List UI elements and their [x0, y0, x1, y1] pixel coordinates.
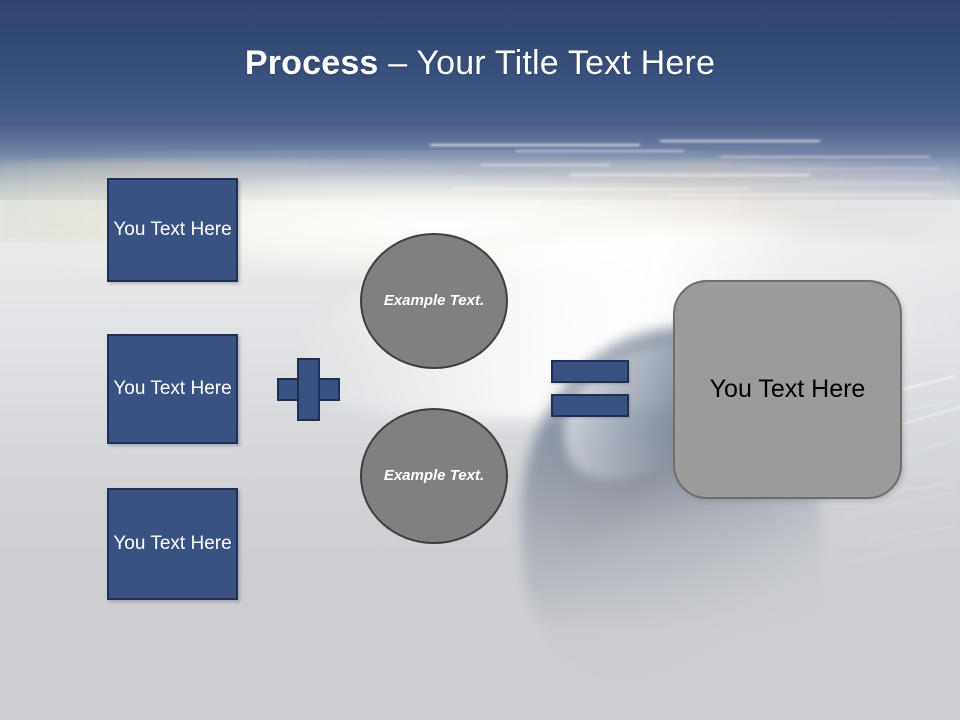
slide-title-bar: Process – Your Title Text Here: [0, 0, 960, 128]
example-circle-1[interactable]: Example Text.: [360, 233, 508, 369]
equals-bottom-bar: [551, 394, 629, 417]
background-motion-streaks: [420, 138, 960, 218]
input-box-1-label: You Text Here: [113, 219, 232, 241]
result-box-label: You Text Here: [709, 375, 866, 403]
example-circle-2-label: Example Text.: [383, 466, 485, 484]
input-box-3-label: You Text Here: [113, 533, 232, 555]
page-title-strong: Process: [244, 44, 379, 83]
equals-operator-icon: [551, 360, 629, 417]
page-title: Process – Your Title Text Here: [245, 45, 715, 82]
input-box-2-label: You Text Here: [113, 378, 232, 400]
example-circle-1-label: Example Text.: [383, 291, 485, 309]
plus-center-fill: [299, 380, 318, 399]
input-box-1[interactable]: You Text Here: [107, 178, 238, 282]
plus-operator-icon: [277, 358, 340, 421]
page-title-rest: – Your Title Text Here: [378, 44, 716, 83]
equals-top-bar: [551, 360, 629, 383]
input-box-3[interactable]: You Text Here: [107, 488, 238, 600]
example-circle-2[interactable]: Example Text.: [360, 408, 508, 544]
result-box[interactable]: You Text Here: [673, 280, 902, 499]
input-box-2[interactable]: You Text Here: [107, 334, 238, 444]
